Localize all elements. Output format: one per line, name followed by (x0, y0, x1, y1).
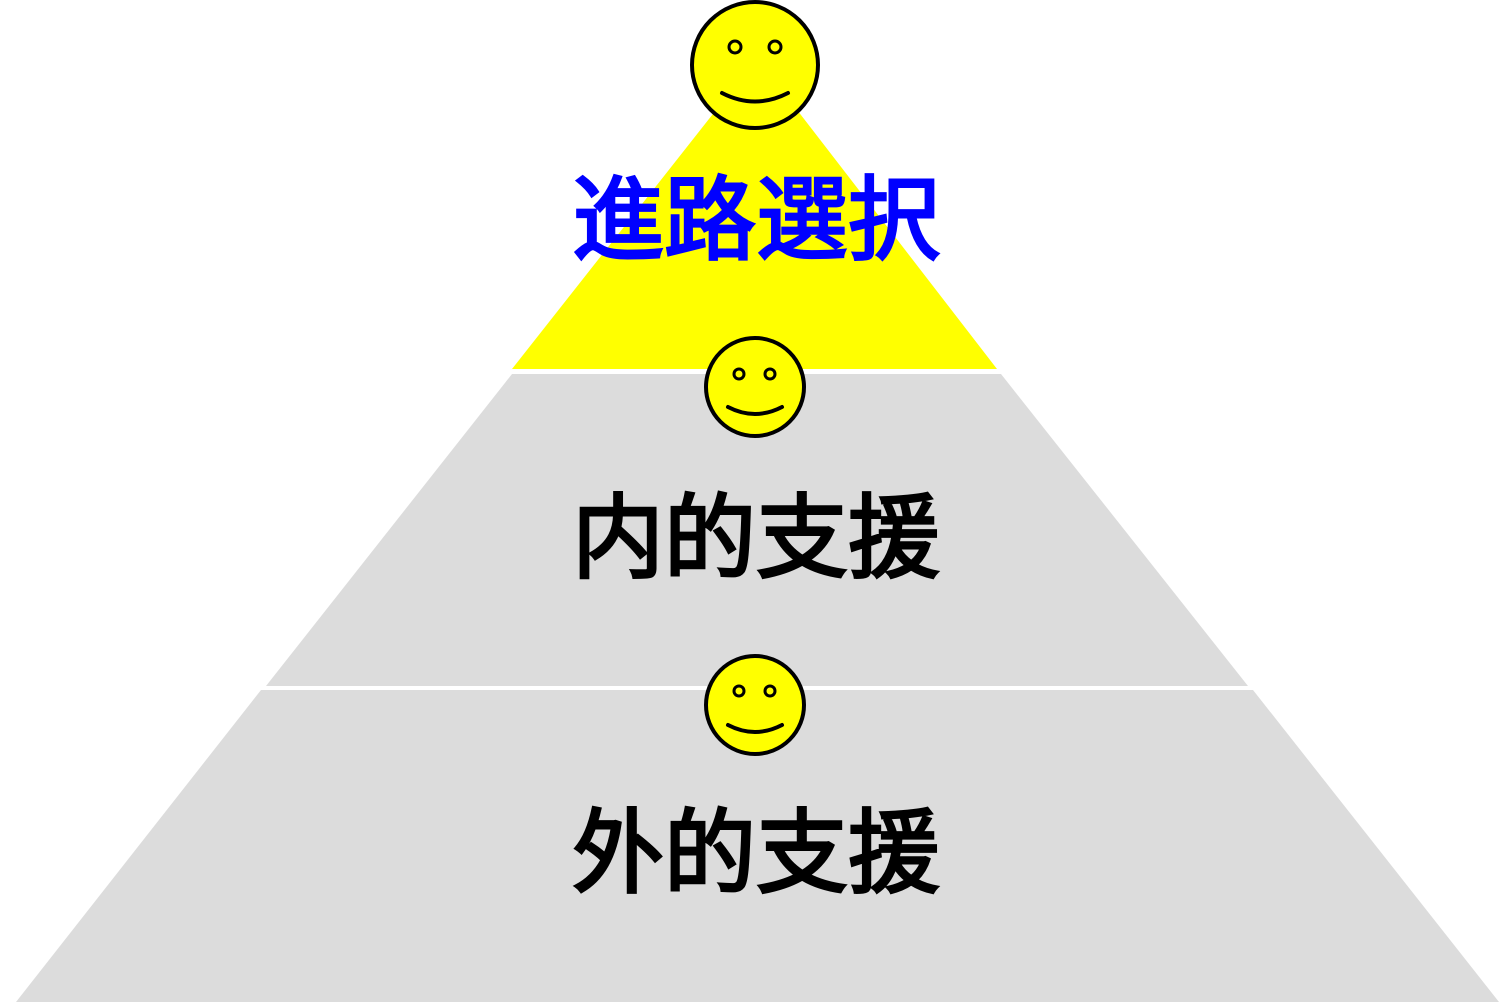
tier-internal-support-shape (266, 374, 1248, 686)
tier-external-support-shape (16, 690, 1499, 1002)
tier-career-choice-label: 進路選択 (572, 167, 941, 274)
tier-career-choice-shape (512, 58, 997, 369)
tier-internal-support-label: 内的支援 (572, 485, 941, 592)
smiley-face-icon-middle (704, 336, 806, 438)
smiley-face-icon-top (690, 0, 820, 130)
tier-external-support-label: 外的支援 (572, 800, 941, 907)
smiley-face-icon-bottom (704, 654, 806, 756)
